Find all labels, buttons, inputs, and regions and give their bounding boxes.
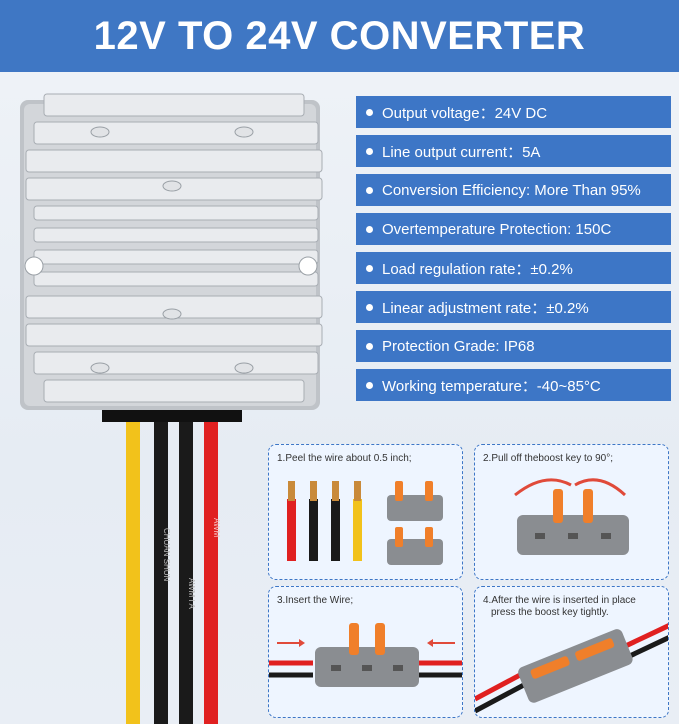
spec-load-regulation: Load regulation rate：±0.2% xyxy=(356,252,671,284)
insert-wire-image xyxy=(269,623,462,687)
lever-connector-icon xyxy=(387,481,443,521)
cable-gland xyxy=(102,410,242,422)
converter-body xyxy=(20,93,323,410)
lever-connector-icon xyxy=(387,527,443,565)
spec-working-temp: Working temperature：-40~85°C xyxy=(356,369,671,401)
bullet-icon xyxy=(366,264,373,272)
lever-open-image xyxy=(514,478,629,555)
step-4-line-1: 4.After the wire is inserted in place xyxy=(483,595,636,606)
step-2-text: 2.Pull off theboost key to 90°; xyxy=(483,453,614,464)
step-4-text: 4.After the wire is inserted in place pr… xyxy=(483,595,662,619)
spec-linear-adjustment: Linear adjustment rate：±0.2% xyxy=(356,291,671,323)
title-banner: 12V TO 24V CONVERTER xyxy=(0,0,679,72)
bullet-icon xyxy=(366,381,373,389)
spec-overtemp: Overtemperature Protection: 150C xyxy=(356,213,671,245)
bullet-icon xyxy=(366,186,373,194)
page-title: 12V TO 24V CONVERTER xyxy=(93,13,586,58)
converter-image: CHUAN SHUN AWM I A AWM xyxy=(20,93,323,724)
spec-output-current: Line output current：5A xyxy=(356,135,671,167)
spec-output-voltage: Output voltage：24V DC xyxy=(356,96,671,128)
lever-closed-image xyxy=(475,623,668,714)
spec-protection-grade: Protection Grade: IP68 xyxy=(356,330,671,362)
step-2-panel: 2.Pull off theboost key to 90°; xyxy=(474,444,669,580)
bullet-icon xyxy=(366,225,373,233)
bullet-icon xyxy=(366,147,373,155)
wire-print-right: AWM xyxy=(212,518,221,538)
step-1-panel: 1.Peel the wire about 0.5 inch; xyxy=(268,444,463,580)
step-3-text: 3.Insert the Wire; xyxy=(277,595,354,606)
step-1-text: 1.Peel the wire about 0.5 inch; xyxy=(277,453,412,464)
step-4-line-2: press the boost key tightly. xyxy=(491,607,609,618)
output-wires xyxy=(126,408,218,724)
bullet-icon xyxy=(366,108,373,116)
bullet-icon xyxy=(366,342,373,350)
stripped-wires-image xyxy=(287,481,443,565)
wire-print-left: CHUAN SHUN xyxy=(162,528,171,582)
step-4-panel: 4.After the wire is inserted in place pr… xyxy=(474,586,669,718)
bullet-icon xyxy=(366,303,373,311)
step-3-panel: 3.Insert the Wire; xyxy=(268,586,463,718)
spec-efficiency: Conversion Efficiency: More Than 95% xyxy=(356,174,671,206)
wire-print-mid: AWM I A xyxy=(187,578,196,609)
spec-list: Output voltage：24V DC Line output curren… xyxy=(356,96,671,408)
